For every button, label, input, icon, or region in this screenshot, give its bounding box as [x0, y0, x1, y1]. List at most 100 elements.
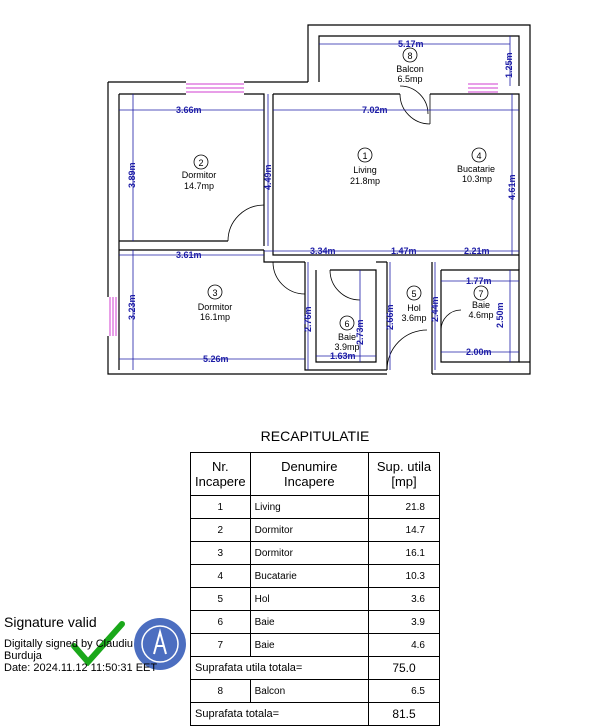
dim-label: 2.76m: [303, 306, 313, 332]
dim-label: 4.49m: [263, 164, 273, 190]
table-cell: 7: [190, 633, 251, 657]
room-number: 6: [344, 319, 349, 329]
table-cell: 6.5: [368, 679, 440, 703]
bath-wall: [315, 269, 377, 363]
door-swing: [272, 261, 306, 295]
table-cell: Baie: [249, 633, 370, 657]
table-cell: 8: [190, 679, 251, 703]
table-cell: 6: [190, 610, 251, 634]
seal-icon: [134, 618, 186, 670]
total-value: 81.5: [368, 702, 440, 726]
table-cell: 1: [190, 495, 251, 519]
table-cell: 4.6: [368, 633, 440, 657]
room-area: 3.9mp: [334, 342, 359, 352]
dim-label: 7.02m: [362, 105, 388, 115]
dim-label: 1.63m: [330, 351, 356, 361]
header-area: Sup. utila[mp]: [368, 452, 440, 496]
door-swing: [386, 329, 428, 371]
dim-label: 2.21m: [464, 246, 490, 256]
balcony-wall-inner: [318, 35, 520, 86]
recap-title: RECAPITULATIE: [260, 428, 370, 444]
dim-label: 3.23m: [127, 294, 137, 320]
room-area: 14.7mp: [184, 181, 214, 191]
inner-wall: [244, 93, 265, 246]
room-number: 2: [198, 158, 203, 168]
table-cell: 3: [190, 541, 251, 565]
room-name: Bucatarie: [457, 164, 495, 174]
table-cell: 3.9: [368, 610, 440, 634]
outer-wall: [432, 86, 531, 375]
door-swing: [227, 204, 265, 242]
table-cell: 3.6: [368, 587, 440, 611]
dim-label: 2.44m: [430, 296, 440, 322]
balcony-wall: [307, 24, 531, 86]
checkmark-icon: [71, 621, 125, 666]
room-area: 21.8mp: [350, 176, 380, 186]
signature-valid-label: Signature valid: [4, 614, 97, 630]
room-name: Baie: [472, 300, 490, 310]
door-swing: [440, 309, 462, 331]
dim-label: 2.50m: [495, 302, 505, 328]
door-swing: [399, 93, 431, 125]
room-name: Baie: [338, 332, 356, 342]
table-cell: 14.7: [368, 518, 440, 542]
table-cell: 4: [190, 564, 251, 588]
room-name: Balcon: [396, 64, 424, 74]
dim-label: 1.77m: [466, 276, 492, 286]
room-name: Hol: [407, 303, 421, 313]
table-cell: Living: [249, 495, 370, 519]
total-utila-label: Suprafata utila totala=: [190, 656, 369, 680]
inner-wall: [272, 246, 519, 256]
dim-label: 3.89m: [127, 162, 137, 188]
windows: [109, 83, 498, 336]
dim-label: 2.66m: [385, 304, 395, 330]
table-cell: Bucatarie: [249, 564, 370, 588]
room-number: 7: [478, 289, 483, 299]
signature-line-3: Date: 2024.11.12 11:50:31 EET: [4, 662, 158, 674]
signature-line-2: Burduja: [4, 650, 42, 662]
room-name: Living: [353, 165, 377, 175]
table-cell: Hol: [249, 587, 370, 611]
room-number: 8: [407, 51, 412, 61]
table-cell: 16.1: [368, 541, 440, 565]
digital-signature[interactable]: Signature valid Digitally signed by Clau…: [0, 614, 190, 686]
dim-label: 4.61m: [507, 174, 517, 200]
table-cell: Dormitor: [249, 541, 370, 565]
room-area: 4.6mp: [468, 310, 493, 320]
table-cell: 5: [190, 587, 251, 611]
dim-label: 3.66m: [176, 105, 202, 115]
door-swing: [329, 269, 361, 301]
doors: [227, 85, 462, 371]
room-number: 5: [411, 289, 416, 299]
dimension-lines: [119, 36, 519, 370]
dim-label: 1.47m: [391, 246, 417, 256]
dim-label: 1.25m: [504, 52, 514, 78]
dim-label: 5.17m: [398, 39, 424, 49]
dim-label: 2.00m: [466, 347, 492, 357]
dim-label: 5.26m: [203, 354, 229, 364]
room-number: 4: [476, 151, 481, 161]
room-area: 6.5mp: [397, 74, 422, 84]
dimension-labels: 5.17m 1.25m 3.66m 7.02m 3.89m 4.49m 4.61…: [127, 39, 517, 364]
room-area: 16.1mp: [200, 312, 230, 322]
table-cell: 21.8: [368, 495, 440, 519]
dim-label: 3.61m: [176, 250, 202, 260]
total-utila-value: 75.0: [368, 656, 440, 680]
table-cell: Balcon: [249, 679, 370, 703]
room-area: 10.3mp: [462, 174, 492, 184]
inner-wall: [304, 262, 387, 371]
